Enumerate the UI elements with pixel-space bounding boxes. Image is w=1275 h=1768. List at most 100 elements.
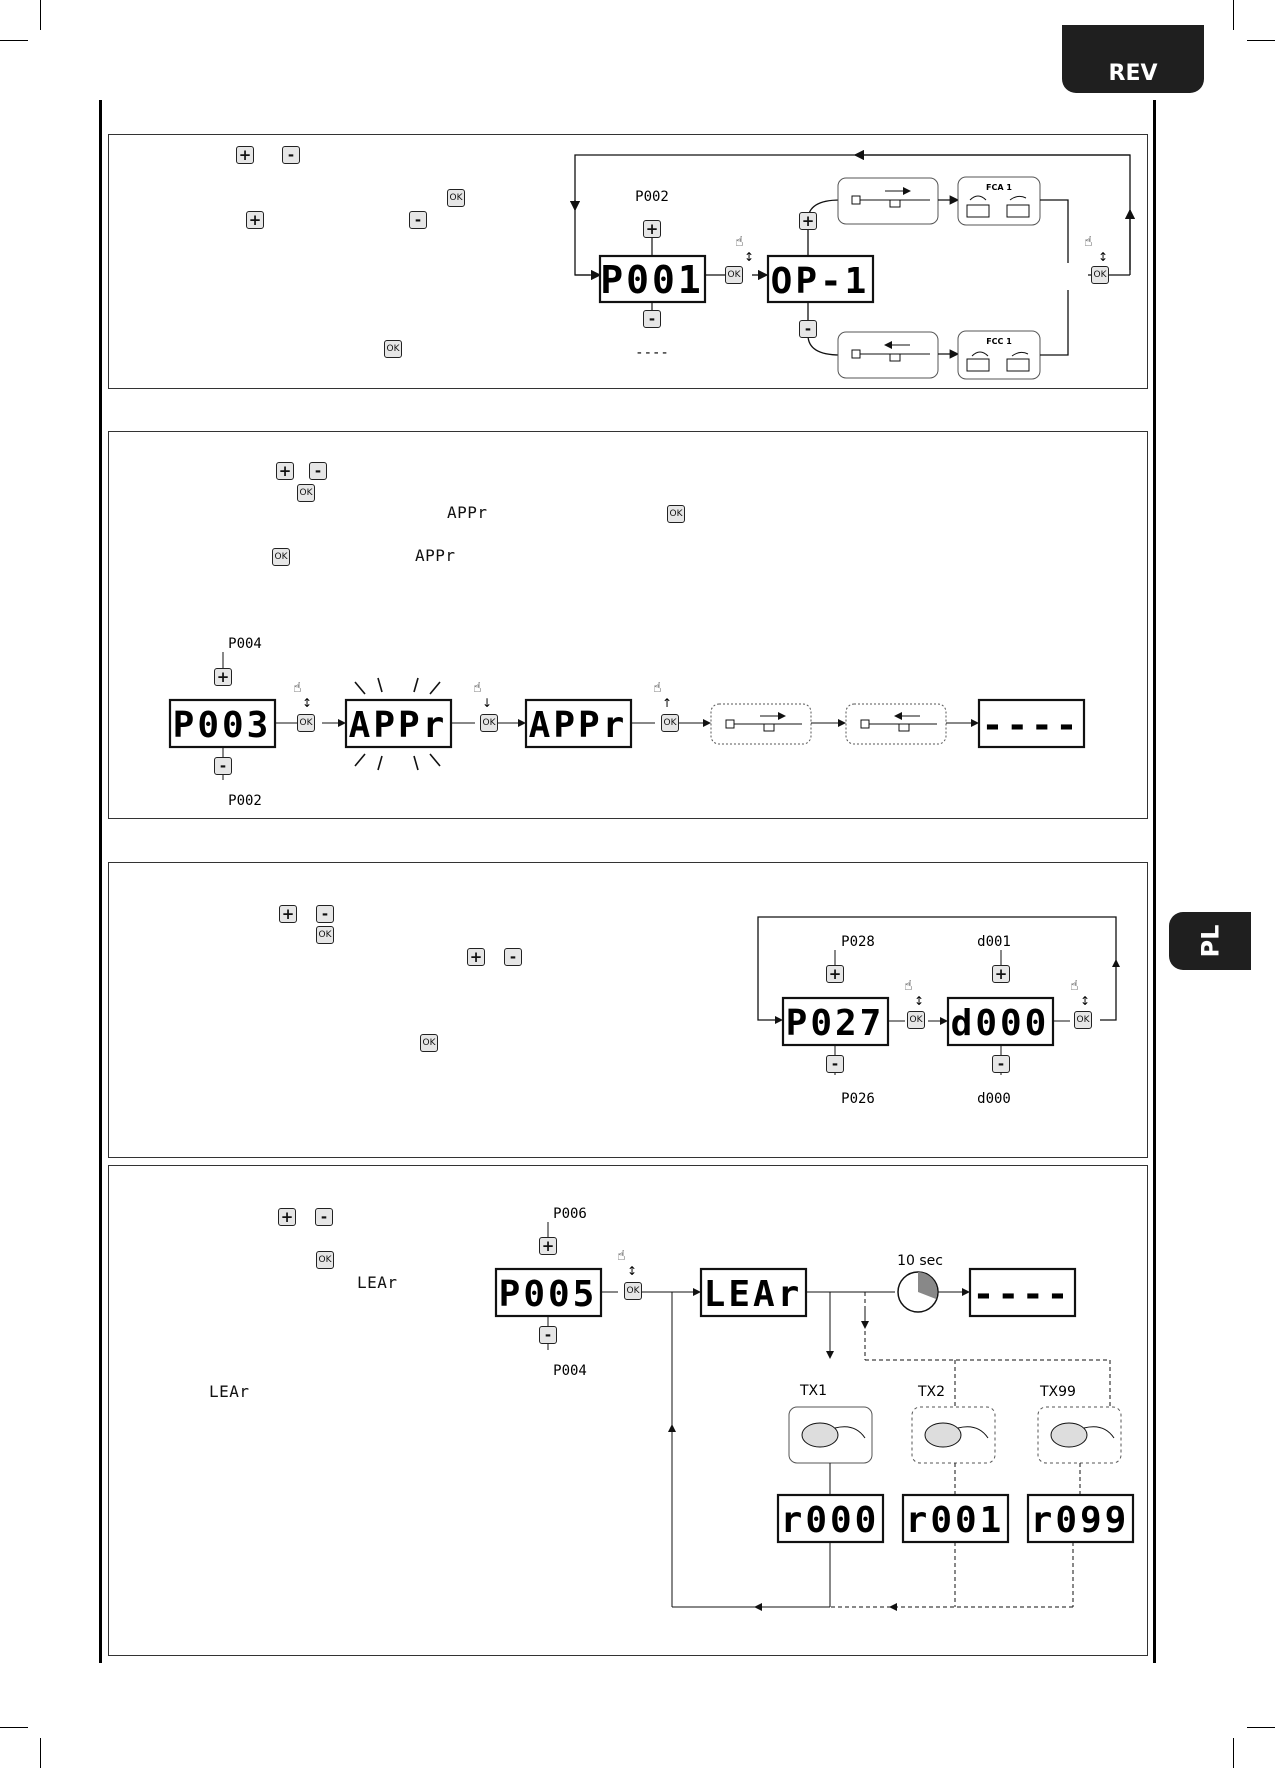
- release-arrow-icon: ↕: [302, 696, 312, 710]
- minus-key-icon: -: [799, 320, 817, 338]
- inline-code: LEAr: [357, 1273, 398, 1292]
- learning-flow-diagram: P004 P002 P003 ☝ ↕ APPr ☝ ↓ APPr ☝ ↑ ---…: [168, 636, 1086, 809]
- code-r001: r001: [906, 1500, 1005, 1541]
- hand-press-icon: ☝: [735, 234, 744, 250]
- hand-press-icon: ☝: [904, 978, 913, 994]
- tx1-label: TX1: [799, 1383, 827, 1399]
- section-tab: REV: [1062, 25, 1204, 93]
- fca-label: FCA 1: [986, 183, 1012, 192]
- prev-param-label: P004: [553, 1363, 587, 1379]
- plus-key-icon: +: [799, 212, 817, 230]
- fcc-label: FCC 1: [986, 337, 1012, 346]
- hand-press-icon: ☝: [293, 680, 302, 696]
- language-tab-label: PL: [1195, 924, 1224, 958]
- hand-press-icon: ☝: [1084, 234, 1093, 250]
- plus-key-icon: +: [643, 220, 661, 238]
- ok-key-icon: OK: [667, 505, 685, 523]
- plus-key-icon: +: [826, 965, 844, 983]
- release-arrow-icon: ↕: [744, 250, 754, 264]
- plus-key-icon: +: [279, 905, 297, 923]
- tx2-label: TX2: [917, 1384, 945, 1400]
- minus-key-icon: -: [992, 1055, 1010, 1073]
- parameter-flow-diagram: P028 P026 P027 ☝ ↕ d001 d000 d000 ☝ ↕: [757, 916, 1120, 1107]
- ok-key-icon: OK: [384, 340, 402, 358]
- display-end: ----: [982, 705, 1081, 746]
- crop-mark: [0, 40, 28, 41]
- release-arrow-icon: ↕: [1098, 250, 1108, 264]
- plus-key-icon: +: [539, 1237, 557, 1255]
- prev-param-label: P026: [841, 1091, 875, 1107]
- plus-key-icon: +: [276, 462, 294, 480]
- ok-key-icon: OK: [297, 714, 315, 732]
- ok-key-icon: OK: [316, 1251, 334, 1269]
- code-r099: r099: [1031, 1500, 1130, 1541]
- crop-mark: [1233, 0, 1234, 30]
- next-value-label: d001: [977, 934, 1011, 950]
- minus-key-icon: -: [643, 310, 661, 328]
- minus-key-icon: -: [282, 146, 300, 164]
- left-margin-rule: [99, 100, 102, 1663]
- release-arrow-icon: ↕: [627, 1264, 637, 1278]
- next-param-label: P006: [553, 1206, 587, 1222]
- display-end: ----: [973, 1274, 1072, 1315]
- plus-key-icon: +: [246, 211, 264, 229]
- remote-learning-flow-diagram: P006 P004 P005 ☝ ↕ LEAr 10 sec ---- TX1 …: [494, 1206, 1135, 1611]
- right-margin-rule: [1153, 100, 1156, 1663]
- display-param: P001: [600, 258, 704, 302]
- ok-key-icon: OK: [272, 548, 290, 566]
- hand-press-icon: ☝: [1070, 978, 1079, 994]
- plus-key-icon: +: [278, 1208, 296, 1226]
- ok-key-icon: OK: [420, 1034, 438, 1052]
- ok-key-icon: OK: [447, 189, 465, 207]
- minus-key-icon: -: [214, 757, 232, 775]
- panel-learning-travel: [108, 431, 1148, 819]
- ok-key-icon: OK: [725, 266, 743, 284]
- release-arrow-icon: ↕: [914, 994, 924, 1008]
- ok-key-icon: OK: [661, 714, 679, 732]
- minus-key-icon: -: [315, 1208, 333, 1226]
- display-learn: LEAr: [704, 1274, 803, 1315]
- ok-key-icon: OK: [316, 926, 334, 944]
- plus-key-icon: +: [467, 948, 485, 966]
- blink-rays-icon: [354, 677, 441, 771]
- plus-key-icon: +: [236, 146, 254, 164]
- plus-key-icon: +: [214, 668, 232, 686]
- press-arrow-icon: ↓: [482, 696, 492, 710]
- crop-mark: [0, 1727, 28, 1728]
- release-arrow-icon: ↑: [662, 696, 672, 710]
- minus-key-icon: -: [316, 905, 334, 923]
- next-param-label: P004: [228, 636, 262, 652]
- ok-key-icon: OK: [480, 714, 498, 732]
- minus-key-icon: -: [309, 462, 327, 480]
- hand-press-icon: ☝: [473, 680, 482, 696]
- ok-key-icon: OK: [624, 1282, 642, 1300]
- release-arrow-icon: ↕: [1080, 994, 1090, 1008]
- crop-mark: [1247, 40, 1275, 41]
- ok-key-icon: OK: [907, 1011, 925, 1029]
- display-param: P027: [786, 1003, 885, 1044]
- display-value: OP-1: [771, 261, 870, 302]
- ok-key-icon: OK: [1091, 266, 1109, 284]
- timer-label: 10 sec: [897, 1253, 943, 1269]
- crop-mark: [40, 1738, 41, 1768]
- prev-param-label: P002: [228, 793, 262, 809]
- display-value: d000: [951, 1003, 1050, 1044]
- crop-mark: [1233, 1738, 1234, 1768]
- display-param: P005: [499, 1274, 598, 1315]
- crop-mark: [40, 0, 41, 30]
- hand-press-icon: ☝: [653, 680, 662, 696]
- inline-code: APPr: [447, 503, 488, 522]
- display-blinking: APPr: [349, 705, 448, 746]
- minus-key-icon: -: [409, 211, 427, 229]
- next-param-label: P002: [635, 189, 669, 205]
- prev-value-label: d000: [977, 1091, 1011, 1107]
- inline-code: LEAr: [209, 1382, 250, 1401]
- inline-code: APPr: [415, 546, 456, 565]
- language-tab: PL: [1169, 912, 1251, 970]
- plus-key-icon: +: [992, 965, 1010, 983]
- prev-param-label: ----: [635, 345, 669, 361]
- ok-key-icon: OK: [1074, 1011, 1092, 1029]
- ok-key-icon: OK: [297, 484, 315, 502]
- section-tab-label: REV: [1108, 60, 1158, 86]
- direction-flow-diagram: P001 P002 ---- ☝ ↕ OP-1 FCA 1 FCC 1 ☝ ↕: [569, 149, 1136, 380]
